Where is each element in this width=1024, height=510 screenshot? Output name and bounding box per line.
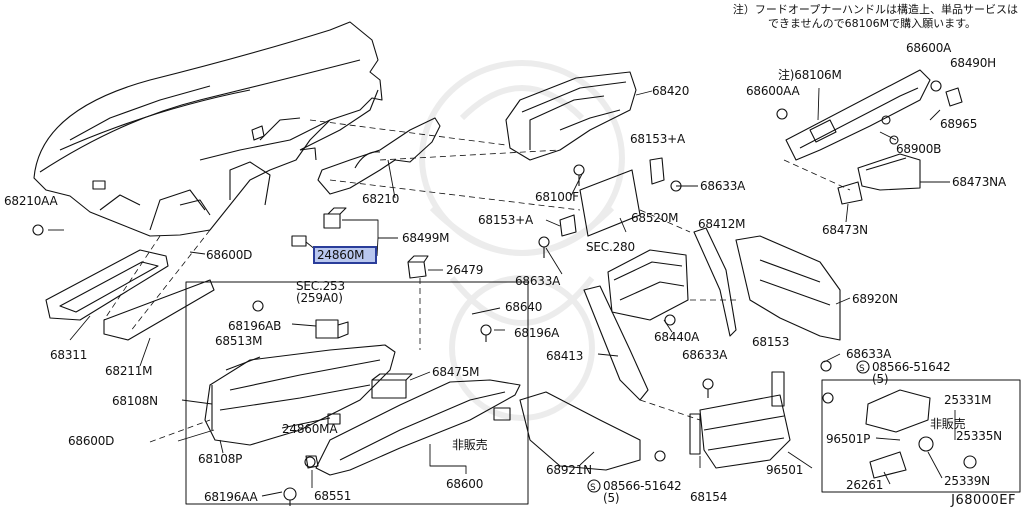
part-label-68475M[interactable]: 68475M xyxy=(432,365,480,379)
part-label-68921N[interactable]: 68921N xyxy=(546,463,592,477)
part-label-68196AB[interactable]: 68196AB xyxy=(228,319,282,333)
part-sec280-shape xyxy=(579,169,641,237)
part-label-68108N[interactable]: 68108N xyxy=(112,394,158,408)
instrument-panel xyxy=(33,21,383,237)
part-label-68211M[interactable]: 68211M xyxy=(105,364,153,378)
part-label-68196AA[interactable]: 68196AA xyxy=(204,490,258,504)
svg-text:S: S xyxy=(859,364,865,374)
part-label-68965[interactable]: 68965 xyxy=(940,117,978,131)
part-label-hibanbai-glovebox: 非販売 xyxy=(452,438,488,452)
part-label-68210AA[interactable]: 68210AA xyxy=(4,194,58,208)
part-label-68633A-center[interactable]: 68633A xyxy=(682,348,728,362)
part-label-68153[interactable]: 68153 xyxy=(752,335,790,349)
diagram-code: J68000EF xyxy=(951,493,1016,508)
part-68311-shape xyxy=(45,249,169,321)
part-label-25331M[interactable]: 25331M xyxy=(944,393,992,407)
part-label-qty-bottom: (5) xyxy=(603,491,620,505)
ashtray-box xyxy=(821,379,1021,493)
part-label-68640[interactable]: 68640 xyxy=(505,300,543,314)
part-96501-shape xyxy=(699,394,791,469)
part-label-24860M[interactable]: 24860M xyxy=(317,248,365,262)
part-label-26261[interactable]: 26261 xyxy=(846,478,884,492)
part-label-68108P[interactable]: 68108P xyxy=(198,452,243,466)
part-label-68600A[interactable]: 68600A xyxy=(906,41,952,55)
part-label-68106M[interactable]: 注)68106M xyxy=(778,68,842,82)
glove-box-frame xyxy=(185,281,529,505)
part-68211M-shape xyxy=(103,279,215,341)
part-label-96501[interactable]: 96501 xyxy=(766,463,804,477)
part-label-sec253[interactable]: SEC.253 xyxy=(296,279,345,293)
part-label-qty-right: (5) xyxy=(872,372,889,386)
part-68413-shape xyxy=(583,285,649,401)
part-label-68100F[interactable]: 68100F xyxy=(535,190,579,204)
part-label-96501P[interactable]: 96501P xyxy=(826,432,871,446)
part-label-68473NA[interactable]: 68473NA xyxy=(952,175,1006,189)
highlighted-part-24860M[interactable] xyxy=(313,246,377,264)
part-label-68551[interactable]: 68551 xyxy=(314,489,352,503)
part-68106M-shape xyxy=(785,69,931,161)
part-label-68490H[interactable]: 68490H xyxy=(950,56,996,70)
part-label-68633A-left[interactable]: 68633A xyxy=(515,274,561,288)
part-label-68499M[interactable]: 68499M xyxy=(402,231,450,245)
part-label-68600D-lower[interactable]: 68600D xyxy=(68,434,115,448)
part-label-68473N[interactable]: 68473N xyxy=(822,223,868,237)
part-label-68600[interactable]: 68600 xyxy=(446,477,484,491)
part-label-68210[interactable]: 68210 xyxy=(362,192,400,206)
part-label-68196A[interactable]: 68196A xyxy=(514,326,560,340)
part-68921N-shape xyxy=(519,391,641,471)
part-label-08566-51642-right[interactable]: 08566-51642 xyxy=(872,360,951,374)
part-label-68420[interactable]: 68420 xyxy=(652,84,690,98)
part-68920N-shape xyxy=(735,235,841,341)
part-label-68413[interactable]: 68413 xyxy=(546,349,584,363)
part-label-hibanbai-ashtray: 非販売 xyxy=(930,417,966,431)
part-label-68633A-far[interactable]: 68633A xyxy=(846,347,892,361)
part-label-68600D-upper[interactable]: 68600D xyxy=(206,248,253,262)
part-label-68633A-right[interactable]: 68633A xyxy=(700,179,746,193)
part-label-sec280[interactable]: SEC.280 xyxy=(586,240,635,254)
part-label-68153A-lower[interactable]: 68153+A xyxy=(478,213,534,227)
part-label-68311[interactable]: 68311 xyxy=(50,348,88,362)
part-68420-shape xyxy=(505,71,637,161)
part-label-25339N[interactable]: 25339N xyxy=(944,474,990,488)
part-label-68600AA[interactable]: 68600AA xyxy=(746,84,800,98)
part-label-68440A[interactable]: 68440A xyxy=(654,330,700,344)
service-note-line-1: 注）フードオープナーハンドルは構造上、単品サービスは xyxy=(732,3,1018,16)
part-label-68154[interactable]: 68154 xyxy=(690,490,728,504)
svg-text:S: S xyxy=(590,483,596,493)
part-label-68520M[interactable]: 68520M xyxy=(631,211,679,225)
part-68600-shape xyxy=(315,379,521,476)
watermark-emblem xyxy=(419,60,625,421)
part-68412M-shape xyxy=(693,227,737,337)
part-label-26479[interactable]: 26479 xyxy=(446,263,484,277)
part-label-08566-51642-bottom[interactable]: 08566-51642 xyxy=(603,479,682,493)
part-label-25335N[interactable]: 25335N xyxy=(956,429,1002,443)
part-label-68920N[interactable]: 68920N xyxy=(852,292,898,306)
part-label-68412M[interactable]: 68412M xyxy=(698,217,746,231)
fastener-icons xyxy=(32,108,899,506)
part-68210-shape xyxy=(317,117,441,195)
part-label-24860MA[interactable]: 24860MA xyxy=(282,422,338,436)
part-label-68900B[interactable]: 68900B xyxy=(896,142,942,156)
part-label-68513M[interactable]: 68513M xyxy=(215,334,263,348)
part-label-sec253-code: (259A0) xyxy=(296,291,343,305)
part-label-68153A-upper[interactable]: 68153+A xyxy=(630,132,686,146)
service-note-line-2: できませんので68106Mで購入願います。 xyxy=(767,17,976,30)
